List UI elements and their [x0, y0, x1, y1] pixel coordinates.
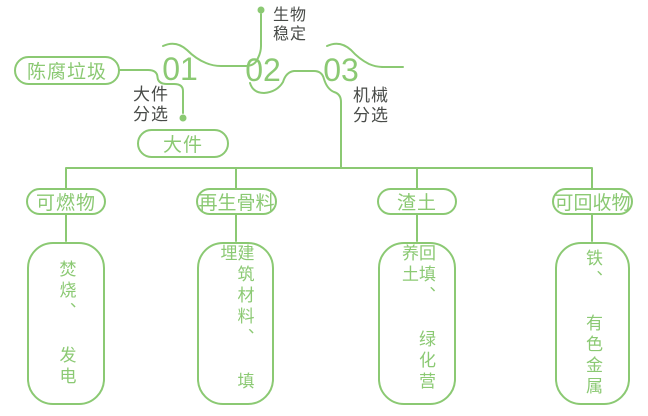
- dot-bulky: [179, 114, 187, 122]
- detail-box-slag-soil: 回填、 绿化营养土: [378, 242, 456, 405]
- detail-text: 铁、 有色金属: [583, 249, 602, 398]
- label-mechanical-sorting: 机械 分选: [353, 86, 389, 125]
- label-bulky-sorting: 大件 分选: [133, 85, 169, 124]
- node-combustibles: 可燃物: [26, 188, 106, 215]
- wire-source-to-01: [119, 69, 184, 114]
- dot-bio: [257, 6, 265, 14]
- wire-distributor: [65, 167, 593, 189]
- detail-text: 建筑材料、 填埋: [217, 244, 254, 393]
- node-bulky-output: 大件: [137, 129, 229, 158]
- detail-box-combustibles: 焚烧、 发电: [27, 242, 105, 405]
- node-recyclables: 可回收物: [552, 188, 633, 215]
- step-03-number: 03: [323, 52, 359, 88]
- wire-02-tail-to-03-drop: [249, 70, 342, 169]
- wire-01-cap-to-02: [162, 13, 262, 67]
- node-slag-soil: 渣土: [377, 188, 457, 215]
- label-bio-stabilize: 生物 稳定: [273, 7, 308, 43]
- node-source: 陈腐垃圾: [14, 56, 120, 85]
- detail-box-recycled-aggregate: 建筑材料、 填埋: [197, 242, 274, 405]
- detail-text: 焚烧、 发电: [56, 259, 76, 388]
- detail-text: 回填、 绿化营养土: [399, 244, 435, 393]
- detail-box-recyclables: 铁、 有色金属: [555, 242, 630, 405]
- node-recycled-aggregate: 再生骨料: [196, 188, 277, 215]
- wire-03-cap-exit: [326, 42, 404, 68]
- step-02-number: 02: [245, 52, 281, 88]
- step-01-number: 01: [162, 51, 198, 87]
